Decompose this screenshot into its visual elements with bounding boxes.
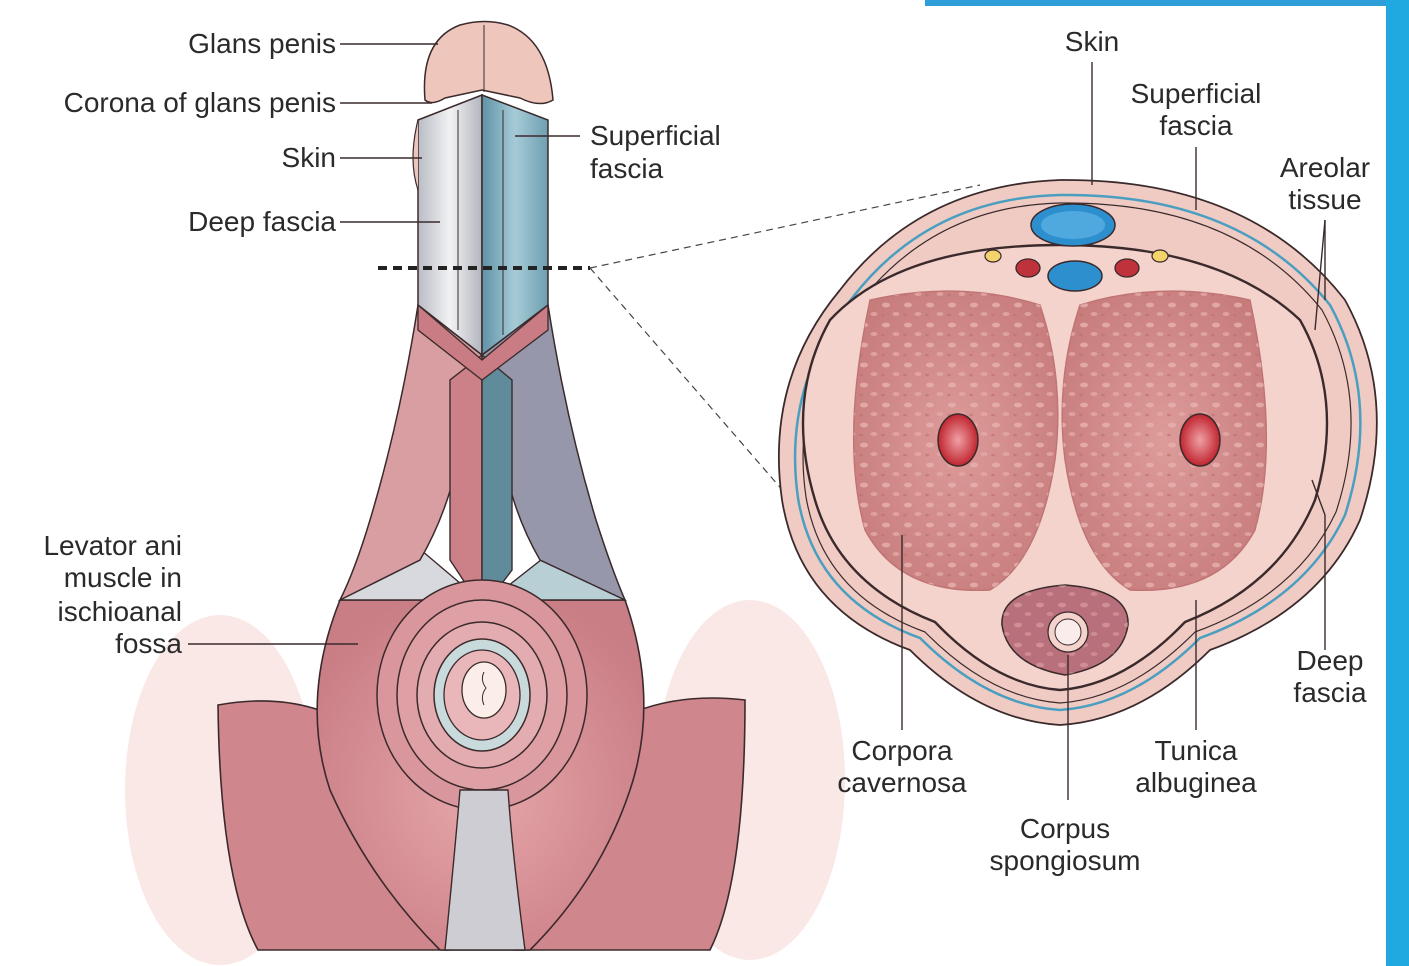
label-superficial-fascia-left-2: fascia [590,153,663,185]
label-superficial-fascia-right-1: Superficial [1106,78,1286,110]
label-levator-2: muscle in [10,562,182,594]
label-deep-fascia-right-1: Deep [1280,645,1380,677]
label-corona: Corona of glans penis [10,87,336,119]
label-superficial-fascia-left-1: Superficial [590,120,721,152]
label-corpora-1: Corpora [832,735,972,767]
cross-section-view [779,180,1377,725]
label-levator-3: ischioanal [10,596,182,628]
label-spongiosum-1: Corpus [975,813,1155,845]
label-glans-penis: Glans penis [130,28,336,60]
label-spongiosum-2: spongiosum [975,845,1155,877]
label-deep-fascia-left: Deep fascia [130,206,336,238]
label-tunica-1: Tunica [1118,735,1274,767]
label-levator-4: fossa [10,628,182,660]
label-superficial-fascia-right-2: fascia [1106,110,1286,142]
label-areolar-1: Areolar [1265,152,1385,184]
label-deep-fascia-right-2: fascia [1280,677,1380,709]
label-skin-left: Skin [200,142,336,174]
label-corpora-2: cavernosa [832,767,972,799]
label-tunica-2: albuginea [1118,767,1274,799]
label-levator-1: Levator ani [10,530,182,562]
label-areolar-2: tissue [1265,184,1385,216]
label-skin-right: Skin [1042,26,1142,58]
